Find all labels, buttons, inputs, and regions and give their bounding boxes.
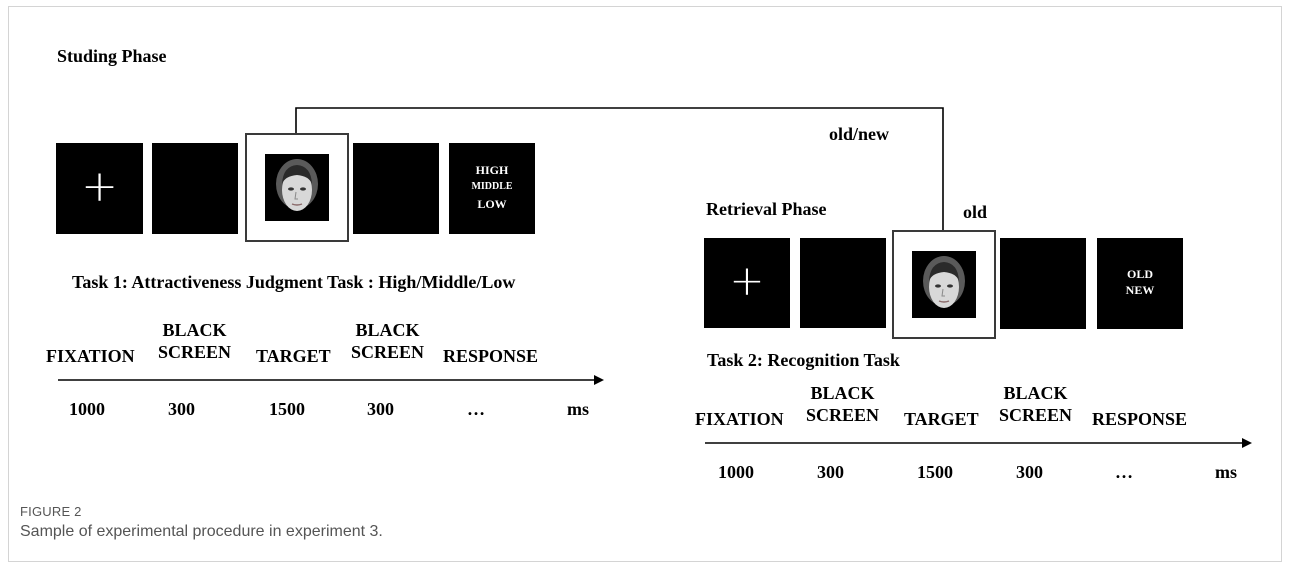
retrieval-black-screen-1: [800, 238, 886, 328]
study-black-screen-1: [152, 143, 238, 234]
study-black-2-line2: SCREEN: [351, 341, 425, 362]
retrieval-black-1-line2: SCREEN: [806, 404, 880, 425]
study-duration-1: 1000: [69, 399, 105, 419]
study-duration-4: 300: [367, 399, 394, 419]
study-fixation-label: FIXATION: [46, 346, 135, 366]
retrieval-black-1-line1: BLACK: [810, 383, 875, 403]
study-black-1-line1: BLACK: [162, 320, 227, 340]
retrieval-unit: ms: [1215, 462, 1237, 482]
study-black-screen-2: [353, 143, 439, 234]
study-arrowhead: [594, 375, 604, 385]
retrieval-duration-1: 1000: [718, 462, 754, 482]
study-black-label-2: BLACK SCREEN: [351, 320, 424, 364]
study-fixation-screen: +: [56, 143, 143, 234]
frame-top-border: [8, 6, 1282, 7]
response-low: LOW: [477, 197, 507, 211]
study-unit: ms: [567, 399, 589, 419]
retrieval-response-label: RESPONSE: [1092, 409, 1188, 429]
study-phase-heading: Studing Phase: [57, 46, 167, 66]
study-duration-2: 300: [168, 399, 195, 419]
study-response-screen: HIGH MIDDLE LOW: [449, 143, 535, 234]
retrieval-duration-5: …: [1115, 462, 1133, 482]
retrieval-target-frame: [892, 230, 996, 339]
figure-frame: [8, 6, 1282, 562]
study-black-label-1: BLACK SCREEN: [158, 320, 231, 364]
retrieval-arrowhead: [1242, 438, 1252, 448]
retrieval-response-screen: OLD NEW: [1097, 238, 1183, 329]
face-image-icon: [276, 159, 318, 211]
retrieval-face-image-icon: [923, 256, 965, 308]
retrieval-black-label-1: BLACK SCREEN: [806, 383, 879, 427]
retrieval-fixation-screen: +: [704, 238, 790, 328]
retrieval-target-label: TARGET: [904, 409, 979, 429]
retrieval-fixation-label: FIXATION: [695, 409, 784, 429]
fixation-cross-icon: +: [81, 161, 118, 212]
study-face-stimulus: [265, 154, 329, 221]
response-middle: MIDDLE: [471, 181, 513, 192]
retrieval-phase-heading: Retrieval Phase: [706, 199, 827, 219]
old-label: old: [963, 202, 988, 222]
old-new-label: old/new: [829, 124, 890, 144]
phase-connector: [295, 107, 944, 230]
response-new: NEW: [1125, 283, 1155, 297]
study-duration-5: …: [467, 399, 485, 419]
retrieval-black-label-2: BLACK SCREEN: [999, 383, 1072, 427]
response-high: HIGH: [475, 163, 509, 177]
retrieval-black-2-line2: SCREEN: [999, 404, 1073, 425]
retrieval-black-2-line1: BLACK: [1003, 383, 1068, 403]
figure-label: FIGURE 2: [20, 504, 82, 519]
retrieval-duration-4: 300: [1016, 462, 1043, 482]
retrieval-task-label: Task 2: Recognition Task: [707, 350, 900, 370]
retrieval-black-screen-2: [1000, 238, 1086, 329]
study-black-2-line1: BLACK: [355, 320, 420, 340]
study-black-1-line2: SCREEN: [158, 341, 232, 362]
retrieval-duration-3: 1500: [917, 462, 953, 482]
response-old: OLD: [1126, 267, 1153, 281]
retrieval-duration-2: 300: [817, 462, 844, 482]
study-target-frame: [245, 133, 349, 242]
study-task-label: Task 1: Attractiveness Judgment Task : H…: [72, 272, 516, 292]
study-target-label: TARGET: [256, 346, 331, 366]
retrieval-fixation-cross-icon: +: [729, 256, 765, 305]
study-response-label: RESPONSE: [443, 346, 539, 366]
retrieval-face-stimulus: [912, 251, 976, 318]
study-duration-3: 1500: [269, 399, 305, 419]
figure-caption: Sample of experimental procedure in expe…: [20, 523, 383, 540]
